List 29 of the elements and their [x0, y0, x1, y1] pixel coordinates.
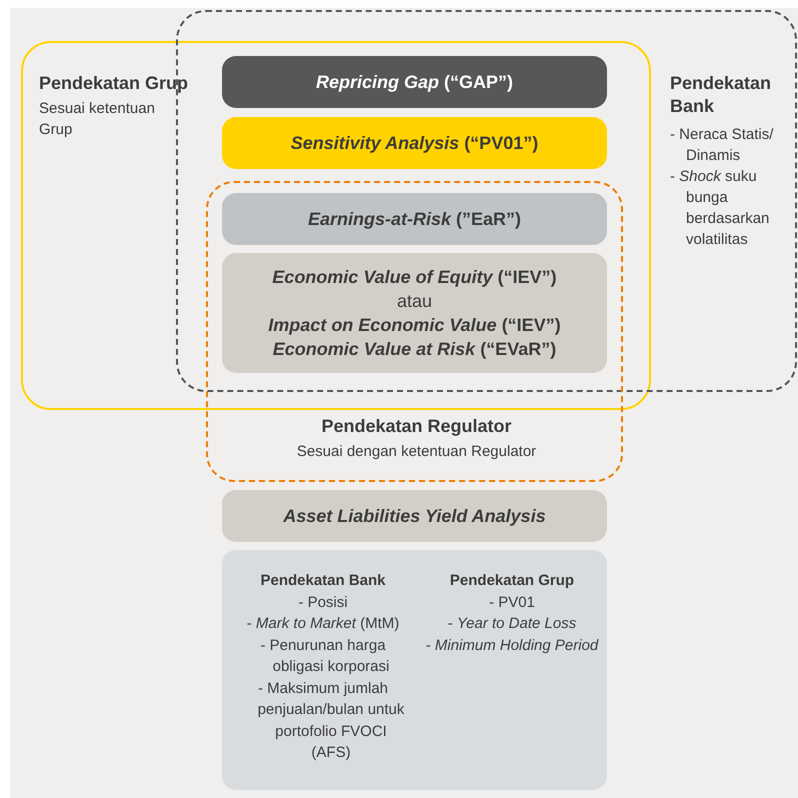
region-note: Sesuai ketentuan Grup	[39, 99, 156, 140]
method-label: Earnings-at-Risk (”EaR”)	[308, 208, 522, 231]
list-item: - Posisi	[297, 592, 349, 612]
method-label: Asset Liabilities Yield Analysis	[283, 505, 546, 528]
method-label: Repricing Gap (“GAP”)	[316, 71, 514, 94]
method-label: Economic Value of Equity (“IEV”)	[272, 266, 557, 289]
region-outline	[21, 41, 651, 410]
list-item: - Year to Date Loss	[446, 614, 578, 634]
column-heading: Pendekatan Bank	[259, 571, 387, 591]
method-box	[222, 253, 607, 373]
region-heading: Pendekatan Regulator	[321, 415, 512, 438]
method-label: Impact on Economic Value (“IEV”)	[268, 314, 561, 337]
method-label: Sensitivity Analysis (“PV01”)	[290, 132, 538, 155]
method-box	[222, 193, 607, 245]
column-heading: Pendekatan Grup	[448, 571, 576, 591]
method-box	[222, 117, 607, 169]
list-item: - PV01	[488, 592, 536, 612]
region-heading: Pendekatan Bank	[670, 72, 772, 118]
list-item: - Maksimum jumlah penjualan/bulan untuk portofolio FVOCI (AFS)	[256, 678, 406, 763]
method-box	[222, 56, 607, 108]
region-heading: Pendekatan Grup	[39, 72, 189, 95]
region-note: - Shock suku bunga berdasarkan volatilitas	[670, 167, 770, 250]
connector-word: atau	[396, 290, 432, 313]
list-item: - Minimum Holding Period	[424, 636, 600, 656]
method-box	[222, 490, 607, 542]
method-label: Economic Value at Risk (“EVaR”)	[272, 338, 556, 361]
region-note: Sesuai dengan ketentuan Regulator	[296, 442, 536, 462]
list-item: - Penurunan harga obligasi korporasi	[259, 636, 390, 677]
list-item: - Mark to Market (MtM)	[246, 614, 400, 634]
